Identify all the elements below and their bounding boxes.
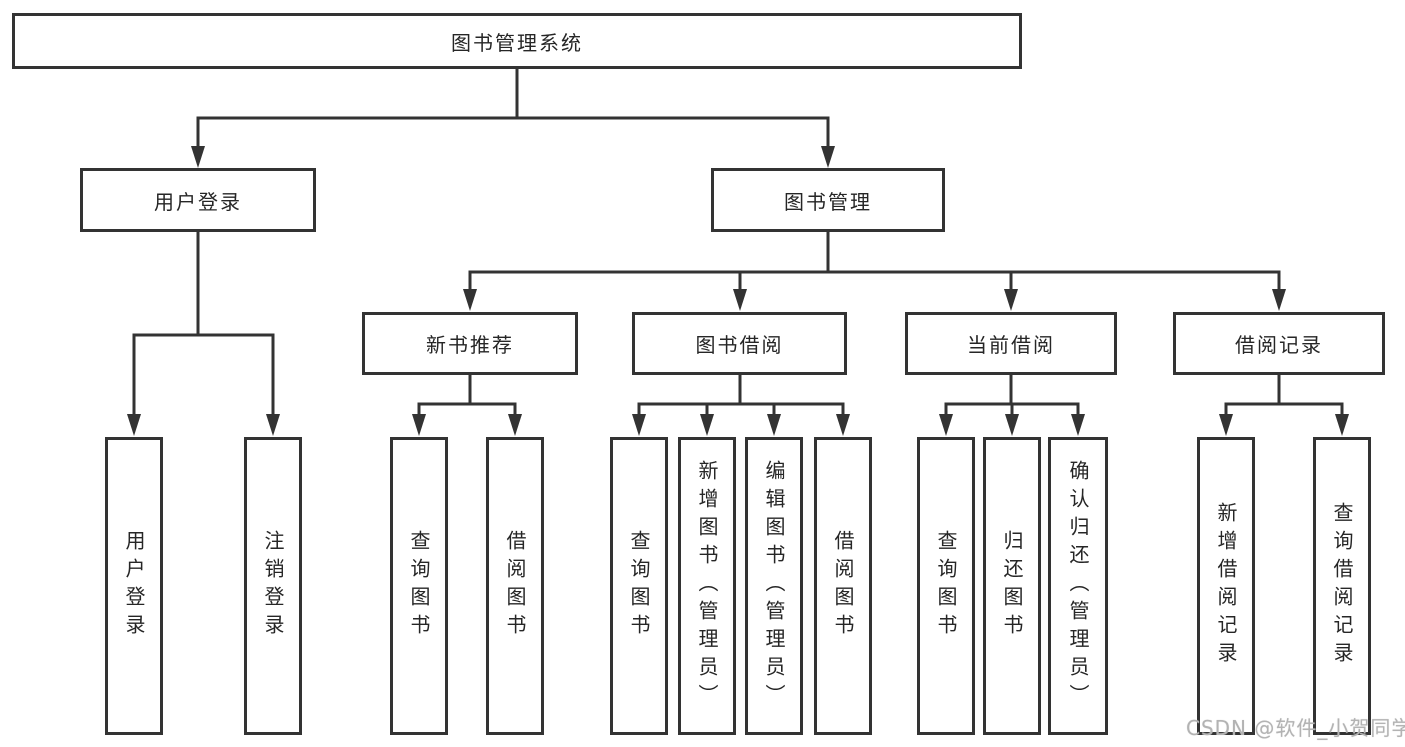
node-label: 编辑图书（管理员） [762,460,786,712]
leaf-query-books-recommend: 查询图书 [390,437,448,735]
node-book-management: 图书管理 [711,168,945,232]
node-label: 借阅图书 [503,530,527,642]
node-label: 确认归还（管理员） [1066,460,1090,712]
node-current-borrow: 当前借阅 [905,312,1117,375]
leaf-return-book: 归还图书 [983,437,1041,735]
node-label: 查询图书 [627,530,651,642]
node-root: 图书管理系统 [12,13,1022,69]
leaf-user-login: 用户登录 [105,437,163,735]
leaf-borrow-books-borrow: 借阅图书 [814,437,872,735]
node-label: 用户登录 [122,530,146,642]
leaf-query-books-borrow: 查询图书 [610,437,668,735]
leaf-logout: 注销登录 [244,437,302,735]
node-label: 查询图书 [407,530,431,642]
leaf-add-borrow-record: 新增借阅记录 [1197,437,1255,735]
leaf-borrow-books-recommend: 借阅图书 [486,437,544,735]
node-label: 新书推荐 [426,333,514,357]
leaf-add-book-admin: 新增图书（管理员） [678,437,736,735]
node-label: 归还图书 [1000,530,1024,642]
leaf-query-borrow-record: 查询借阅记录 [1313,437,1371,735]
node-label: 图书管理 [784,189,872,214]
node-label: 新增图书（管理员） [695,460,719,712]
node-label: 查询图书 [934,530,958,642]
node-label: 借阅图书 [831,530,855,642]
leaf-confirm-return-admin: 确认归还（管理员） [1048,437,1108,735]
node-label: 图书借阅 [695,333,784,357]
node-label: 图书管理系统 [451,30,583,55]
node-label: 查询借阅记录 [1330,502,1354,670]
node-label: 用户登录 [154,189,242,214]
tree-edges [127,68,1349,436]
node-user-login: 用户登录 [80,168,316,232]
node-borrow-records: 借阅记录 [1173,312,1385,375]
node-label: 注销登录 [261,530,285,642]
node-label: 当前借阅 [967,333,1055,357]
leaf-query-books-current: 查询图书 [917,437,975,735]
leaf-edit-book-admin: 编辑图书（管理员） [745,437,803,735]
node-book-borrow: 图书借阅 [632,312,847,375]
watermark-text: CSDN @软件_小贺同学 [1186,716,1405,740]
node-label: 新增借阅记录 [1214,502,1238,670]
node-new-book-recommend: 新书推荐 [362,312,578,375]
node-label: 借阅记录 [1235,333,1323,357]
